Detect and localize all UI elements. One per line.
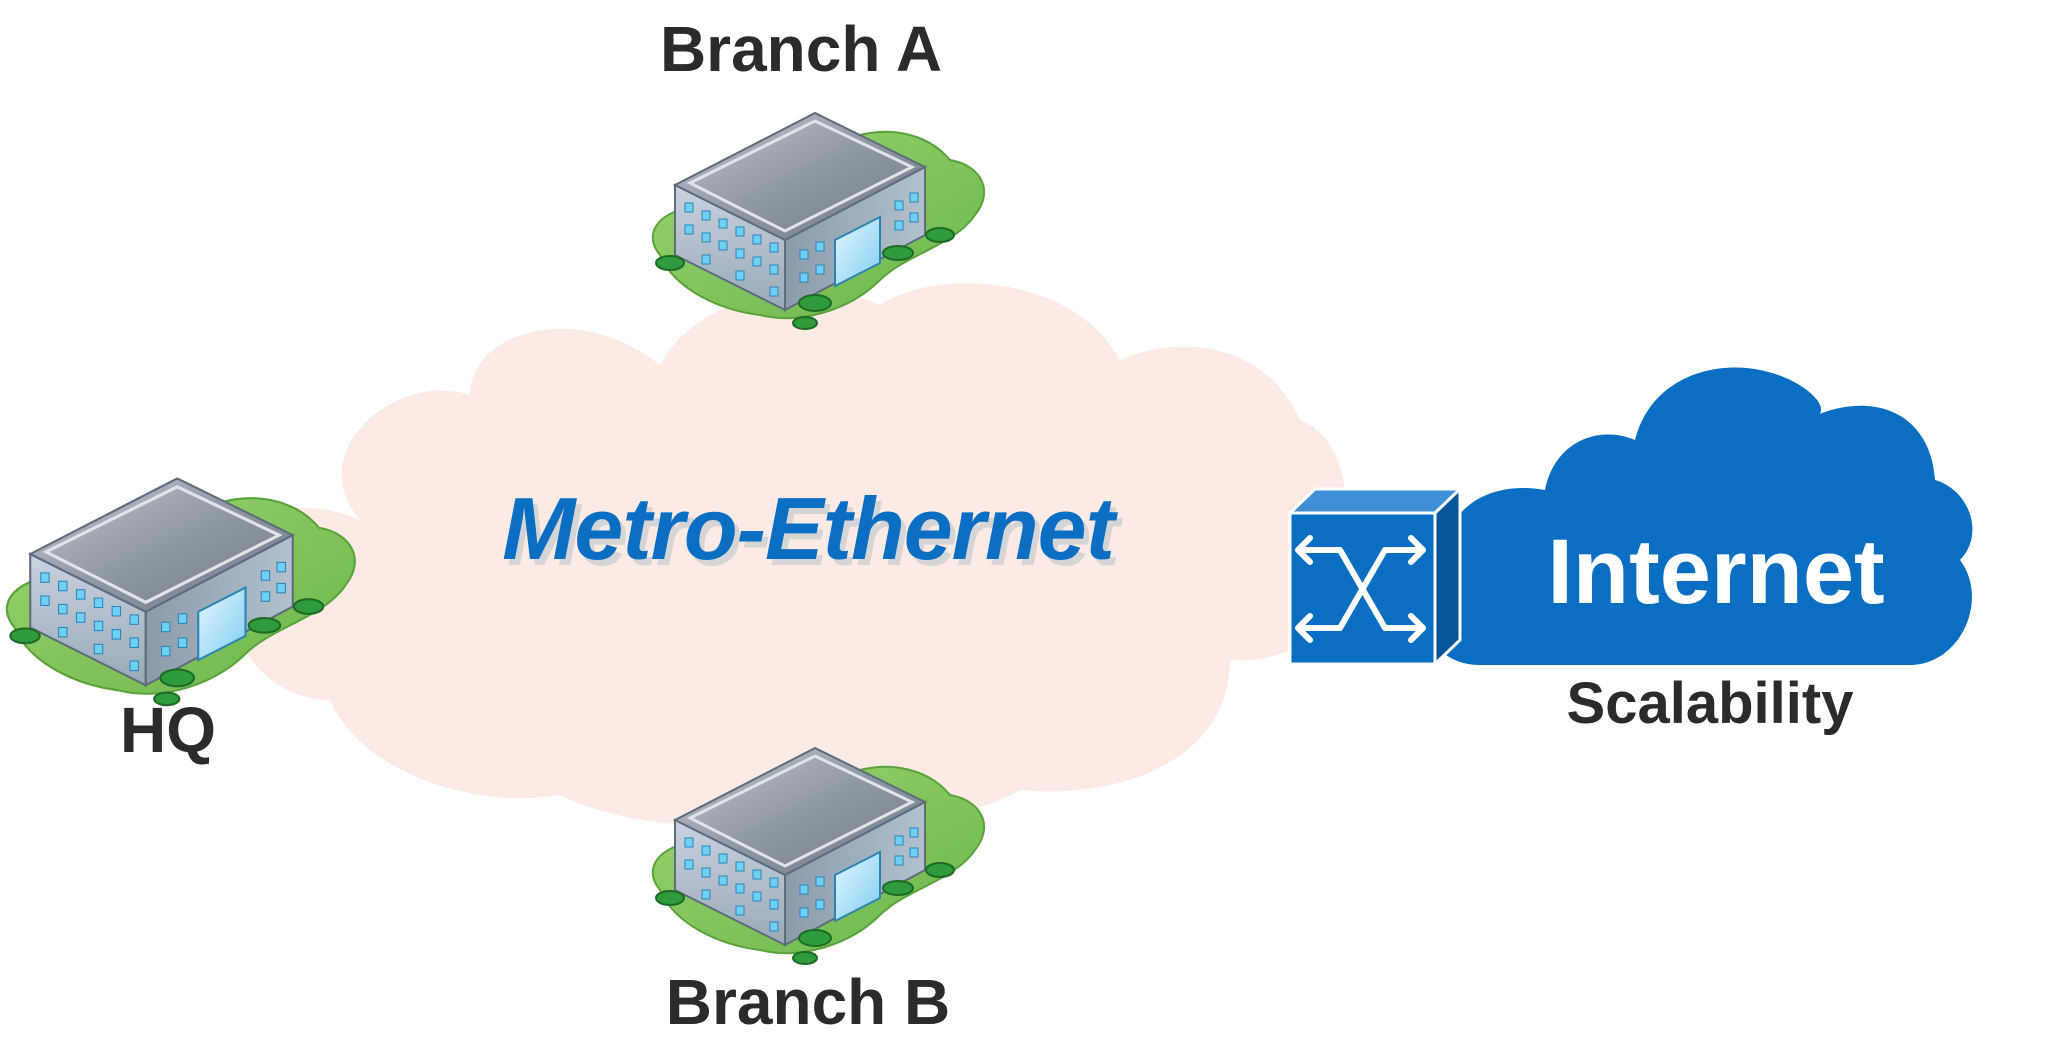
internet-cloud-icon [1428,367,1973,665]
metro-cloud [231,283,1345,826]
scalability-label: Scalability [1566,671,1854,736]
metro-ethernet-label: Metro-Ethernet [502,479,1115,578]
network-switch-icon [1286,485,1464,668]
internet-label: Internet [1547,521,1885,623]
branch-a-label: Branch A [659,13,943,85]
hq-label: HQ [120,694,216,766]
branch-b-label: Branch B [665,966,951,1038]
